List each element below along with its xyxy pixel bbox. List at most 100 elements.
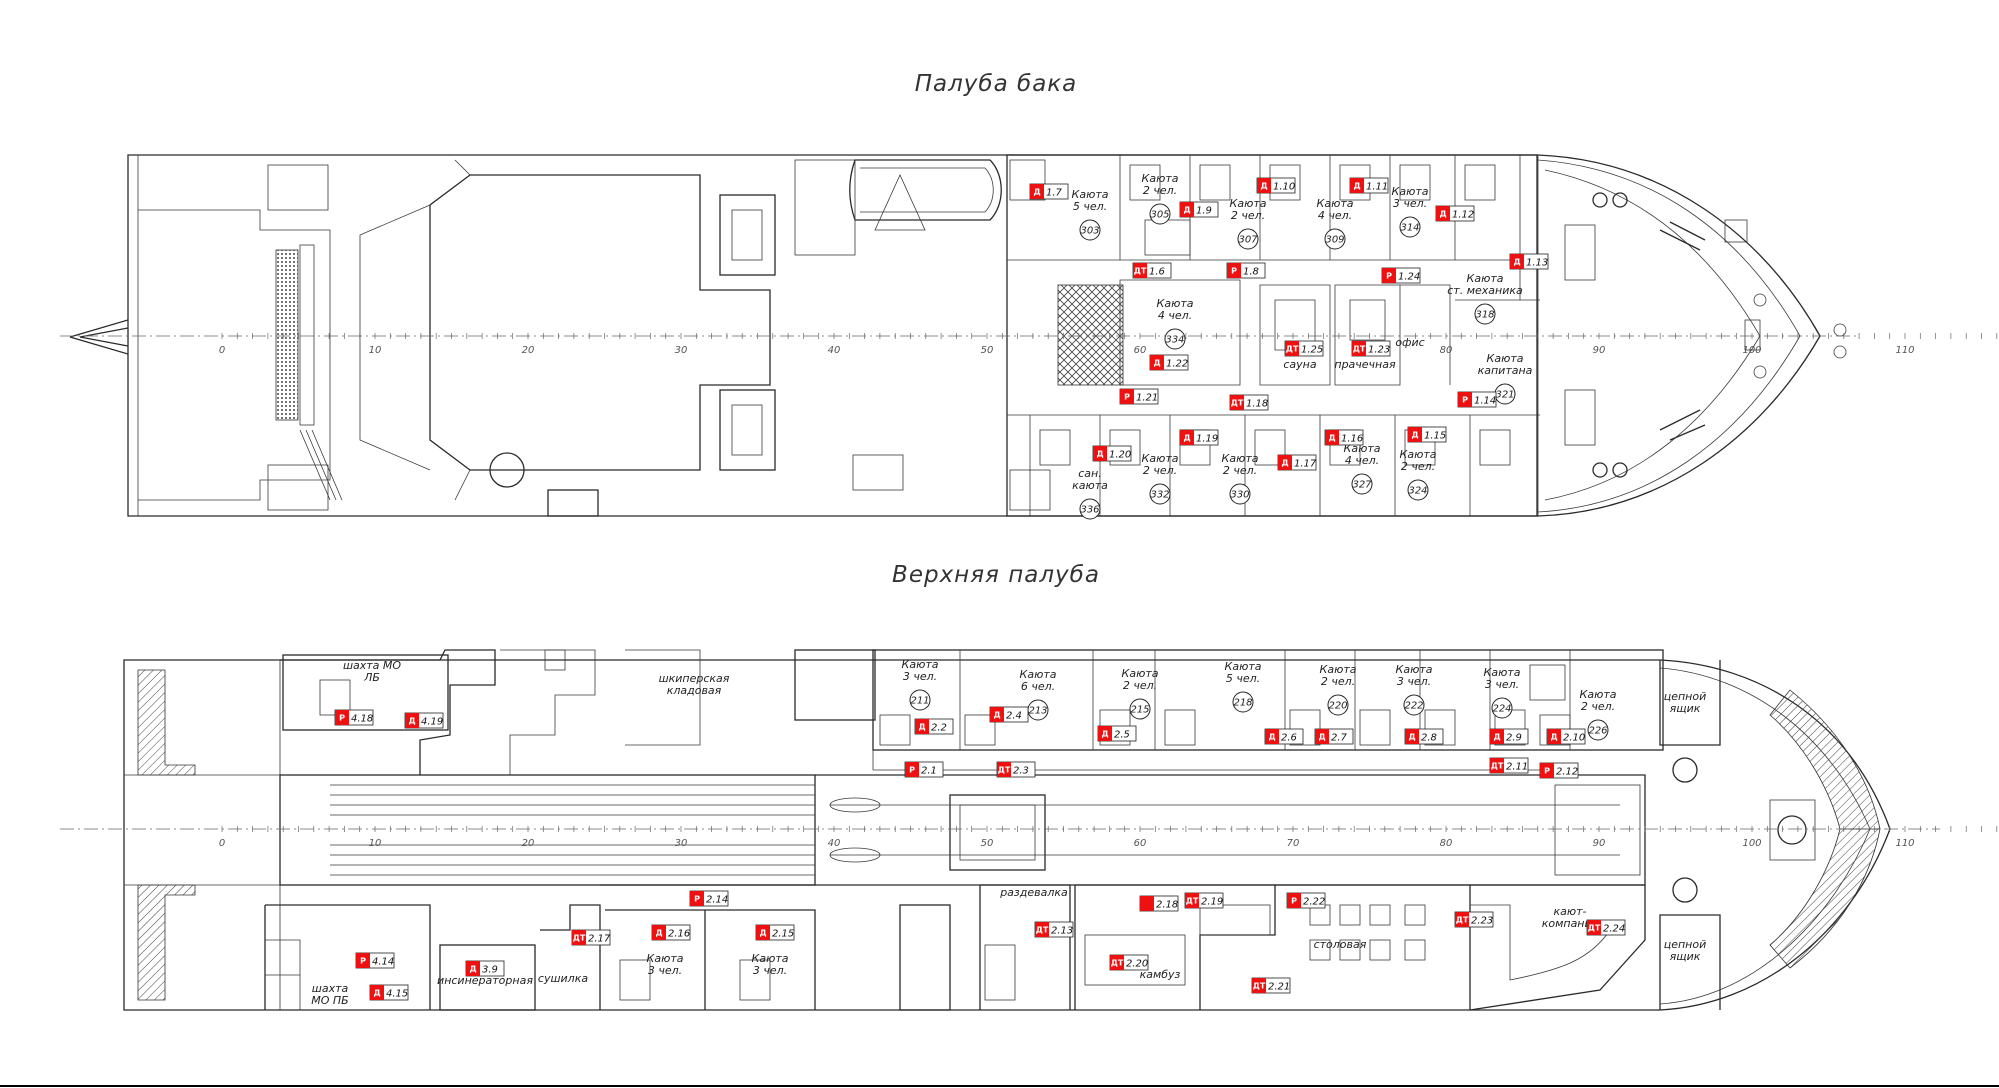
- sensor-red-marker: [1278, 455, 1292, 470]
- frame-number: 60: [1134, 838, 1147, 849]
- room-number-circle: [1324, 228, 1346, 250]
- room-number: 336: [1080, 505, 1099, 516]
- room-number-circle: [1149, 483, 1171, 505]
- sensor-id: 2.6: [1281, 733, 1297, 744]
- sensor-id: 2.7: [1331, 733, 1348, 744]
- sensor-id: 4.15: [386, 989, 408, 1000]
- room-number-circle: [1129, 698, 1151, 720]
- sensor-id: 1.16: [1341, 434, 1363, 445]
- room-number: 307: [1238, 235, 1258, 246]
- sensor-type: Р: [360, 957, 366, 966]
- sensor-tag[interactable]: Д 1.20: [1092, 445, 1132, 462]
- deck-upper: Верхняя палуба: [60, 562, 1998, 1011]
- room-number: 324: [1408, 486, 1427, 497]
- sensor-type: ДТ: [1111, 959, 1124, 968]
- sensor-type: ДТ: [573, 934, 586, 943]
- sensor-id: 3.9: [482, 965, 498, 976]
- sensor-type: Д: [1153, 359, 1160, 368]
- frame-number: 60: [1134, 345, 1147, 356]
- sensor-red-marker: [1510, 254, 1524, 269]
- frame-number: 10: [369, 345, 382, 356]
- accommodation-block-upper: [872, 649, 1664, 751]
- accommodation-block-forecastle: [1006, 154, 1538, 517]
- sensor-type: Д: [1513, 258, 1520, 267]
- sensor-tag[interactable]: 2.18: [1139, 895, 1179, 912]
- sensor-id: 1.11: [1366, 182, 1388, 193]
- room-number-circle: [1491, 697, 1513, 719]
- sensor-id: 1.20: [1109, 450, 1131, 461]
- room-label: инсинераторная: [437, 974, 533, 987]
- sensor-red-marker: [1540, 763, 1554, 778]
- room-number-circle: [1229, 483, 1251, 505]
- sensor-red-marker: [1257, 178, 1271, 193]
- room-number-circle: [1403, 694, 1425, 716]
- room-number: 309: [1325, 235, 1344, 246]
- sensor-id: 1.24: [1398, 272, 1420, 283]
- room-label: камбуз: [1140, 968, 1181, 981]
- sensor-type: Д: [1096, 450, 1103, 459]
- room-number: 220: [1328, 701, 1347, 712]
